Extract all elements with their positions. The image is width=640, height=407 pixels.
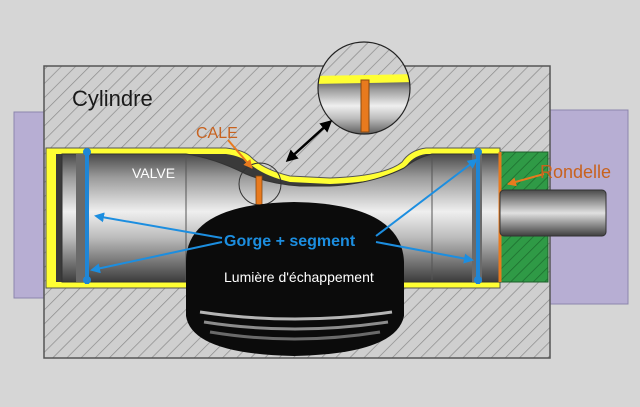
zoom-bubble-outline <box>317 41 411 135</box>
port-ridge-2 <box>203 320 389 331</box>
shim <box>255 175 263 209</box>
zoom-bubble <box>318 42 410 134</box>
left-end-block <box>13 111 47 299</box>
groove-segment-label: Gorge + segment <box>224 233 356 250</box>
exhaust-port-label: Lumière d'échappement <box>224 269 374 285</box>
valve-label: VALVE <box>132 165 175 181</box>
zoom-arrow <box>285 119 333 163</box>
left-segment-dot-top <box>83 148 91 156</box>
left-groove <box>76 154 86 282</box>
groove-leader-1 <box>94 212 223 239</box>
washer-label: Rondelle <box>540 162 611 182</box>
port-ridges <box>199 310 393 321</box>
right-segment-dot-top <box>474 148 482 156</box>
shim-leader <box>227 139 253 169</box>
groove-leader-4 <box>375 241 474 264</box>
washer-leader <box>507 173 545 187</box>
left-segment-dot-bottom <box>83 276 91 284</box>
cylinder-label: Cylindre <box>72 86 153 111</box>
valve-stem <box>499 189 607 237</box>
right-segment-dot-bottom <box>474 276 482 284</box>
groove-leader-3 <box>375 158 478 237</box>
groove-leader-2 <box>90 241 223 274</box>
port-ridge-3 <box>209 330 381 341</box>
shim-label: CALE <box>196 125 238 142</box>
